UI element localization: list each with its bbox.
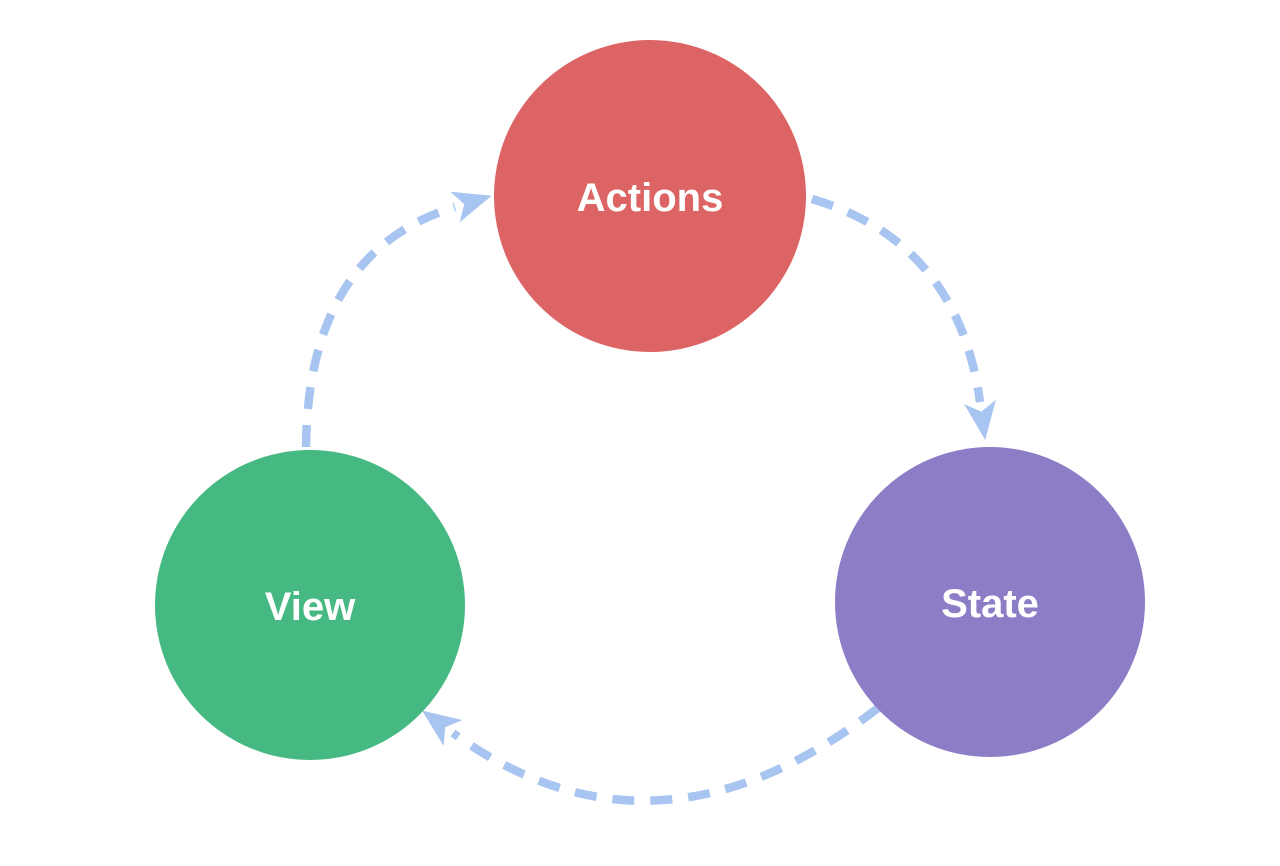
node-view: View	[155, 450, 465, 760]
edge-view-to-actions	[301, 191, 492, 448]
state-circle	[835, 447, 1145, 757]
state-label: State	[941, 582, 1039, 626]
actions-label: Actions	[577, 176, 724, 220]
view-circle	[155, 450, 465, 760]
node-actions: Actions	[494, 40, 806, 352]
view-label: View	[265, 585, 356, 629]
actions-circle	[494, 40, 806, 352]
edge-actions-to-state	[810, 194, 996, 440]
node-state: State	[835, 447, 1145, 757]
edge-state-to-view	[421, 704, 881, 805]
